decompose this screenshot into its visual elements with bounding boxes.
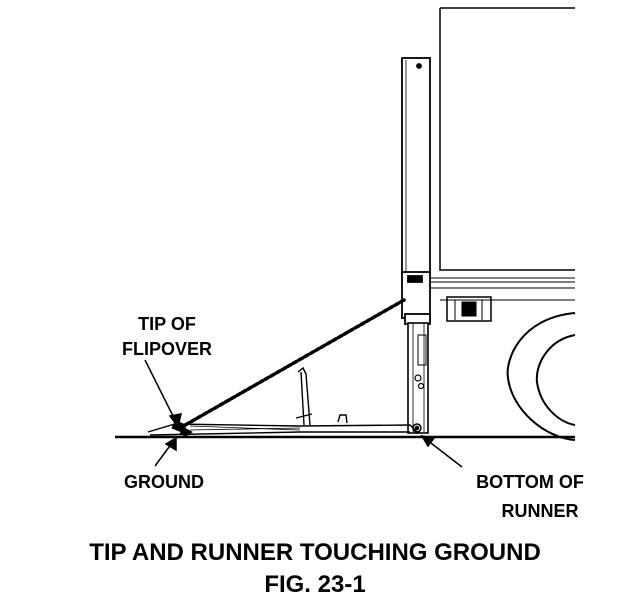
bottom-of-runner-label-line1: BOTTOM OF xyxy=(476,472,584,492)
platform-stand xyxy=(297,366,311,426)
figure-number: FIG. 23-1 xyxy=(264,571,365,598)
chain xyxy=(178,298,406,430)
leader-arrows xyxy=(144,359,463,468)
lift-column xyxy=(401,57,431,325)
platform xyxy=(147,413,419,436)
runner xyxy=(407,322,429,434)
bottom-of-runner-label-line2: RUNNER xyxy=(501,501,578,521)
ground-label: GROUND xyxy=(124,472,204,492)
tail-light-bracket xyxy=(446,296,492,322)
wheel xyxy=(506,312,576,441)
truck-body xyxy=(430,7,575,301)
figure-caption-title: TIP AND RUNNER TOUCHING GROUND xyxy=(89,539,541,566)
tip-of-flipover-label-line2: FLIPOVER xyxy=(122,339,212,359)
tip-of-flipover-label-line1: TIP OF xyxy=(138,314,196,334)
